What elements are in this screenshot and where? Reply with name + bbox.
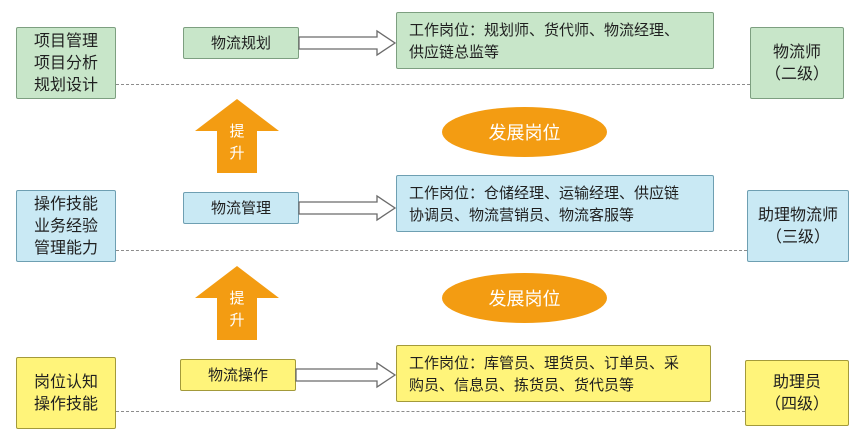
promote-label: 提 升 [229,122,245,162]
post-box-management: 工作岗位：仓储经理、运输经理、供应链 协调员、物流营销员、物流客服等 [396,175,714,232]
ability-text: 岗位认知 操作技能 [33,372,98,413]
post-text: 工作岗位：规划师、货代师、物流经理、 供应链总监等 [409,20,680,61]
development-pill: 发展岗位 [442,107,607,157]
divider-line [116,84,750,85]
level-box-grade-3: 助理物流师 （三级） [747,190,849,262]
promote-label: 提 升 [229,289,245,329]
ability-text: 项目管理 项目分析 规划设计 [33,31,98,94]
skill-box-logistics-operation: 物流操作 [180,359,296,391]
skill-box-logistics-planning: 物流规划 [183,27,299,59]
right-arrow-icon [298,29,397,57]
level-box-grade-2: 物流师 （二级） [750,27,844,99]
ability-text: 操作技能 业务经验 管理能力 [33,194,98,257]
level-text: 助理员 （四级） [764,372,829,413]
divider-line [116,411,745,412]
right-arrow-icon [295,361,397,389]
ability-box-operation: 岗位认知 操作技能 [16,357,116,429]
skill-box-logistics-management: 物流管理 [183,192,299,224]
level-text: 助理物流师 （三级） [757,205,838,246]
post-text: 工作岗位：仓储经理、运输经理、供应链 协调员、物流营销员、物流客服等 [409,183,680,224]
skill-text: 物流管理 [210,199,271,217]
ability-box-planning: 项目管理 项目分析 规划设计 [16,27,116,99]
skill-text: 物流规划 [210,34,271,52]
post-box-planning: 工作岗位：规划师、货代师、物流经理、 供应链总监等 [396,12,714,69]
post-box-operation: 工作岗位：库管员、理货员、订单员、采 购员、信息员、拣货员、货代员等 [396,345,711,402]
level-text: 物流师 （二级） [764,42,829,83]
ability-box-management: 操作技能 业务经验 管理能力 [16,190,116,262]
up-arrow-icon [195,266,279,340]
post-text: 工作岗位：库管员、理货员、订单员、采 购员、信息员、拣货员、货代员等 [409,353,680,394]
development-pill: 发展岗位 [442,273,607,323]
right-arrow-icon [298,194,397,222]
skill-text: 物流操作 [207,366,268,384]
divider-line [116,250,747,251]
up-arrow-icon [195,99,279,173]
level-box-grade-4: 助理员 （四级） [745,360,849,426]
